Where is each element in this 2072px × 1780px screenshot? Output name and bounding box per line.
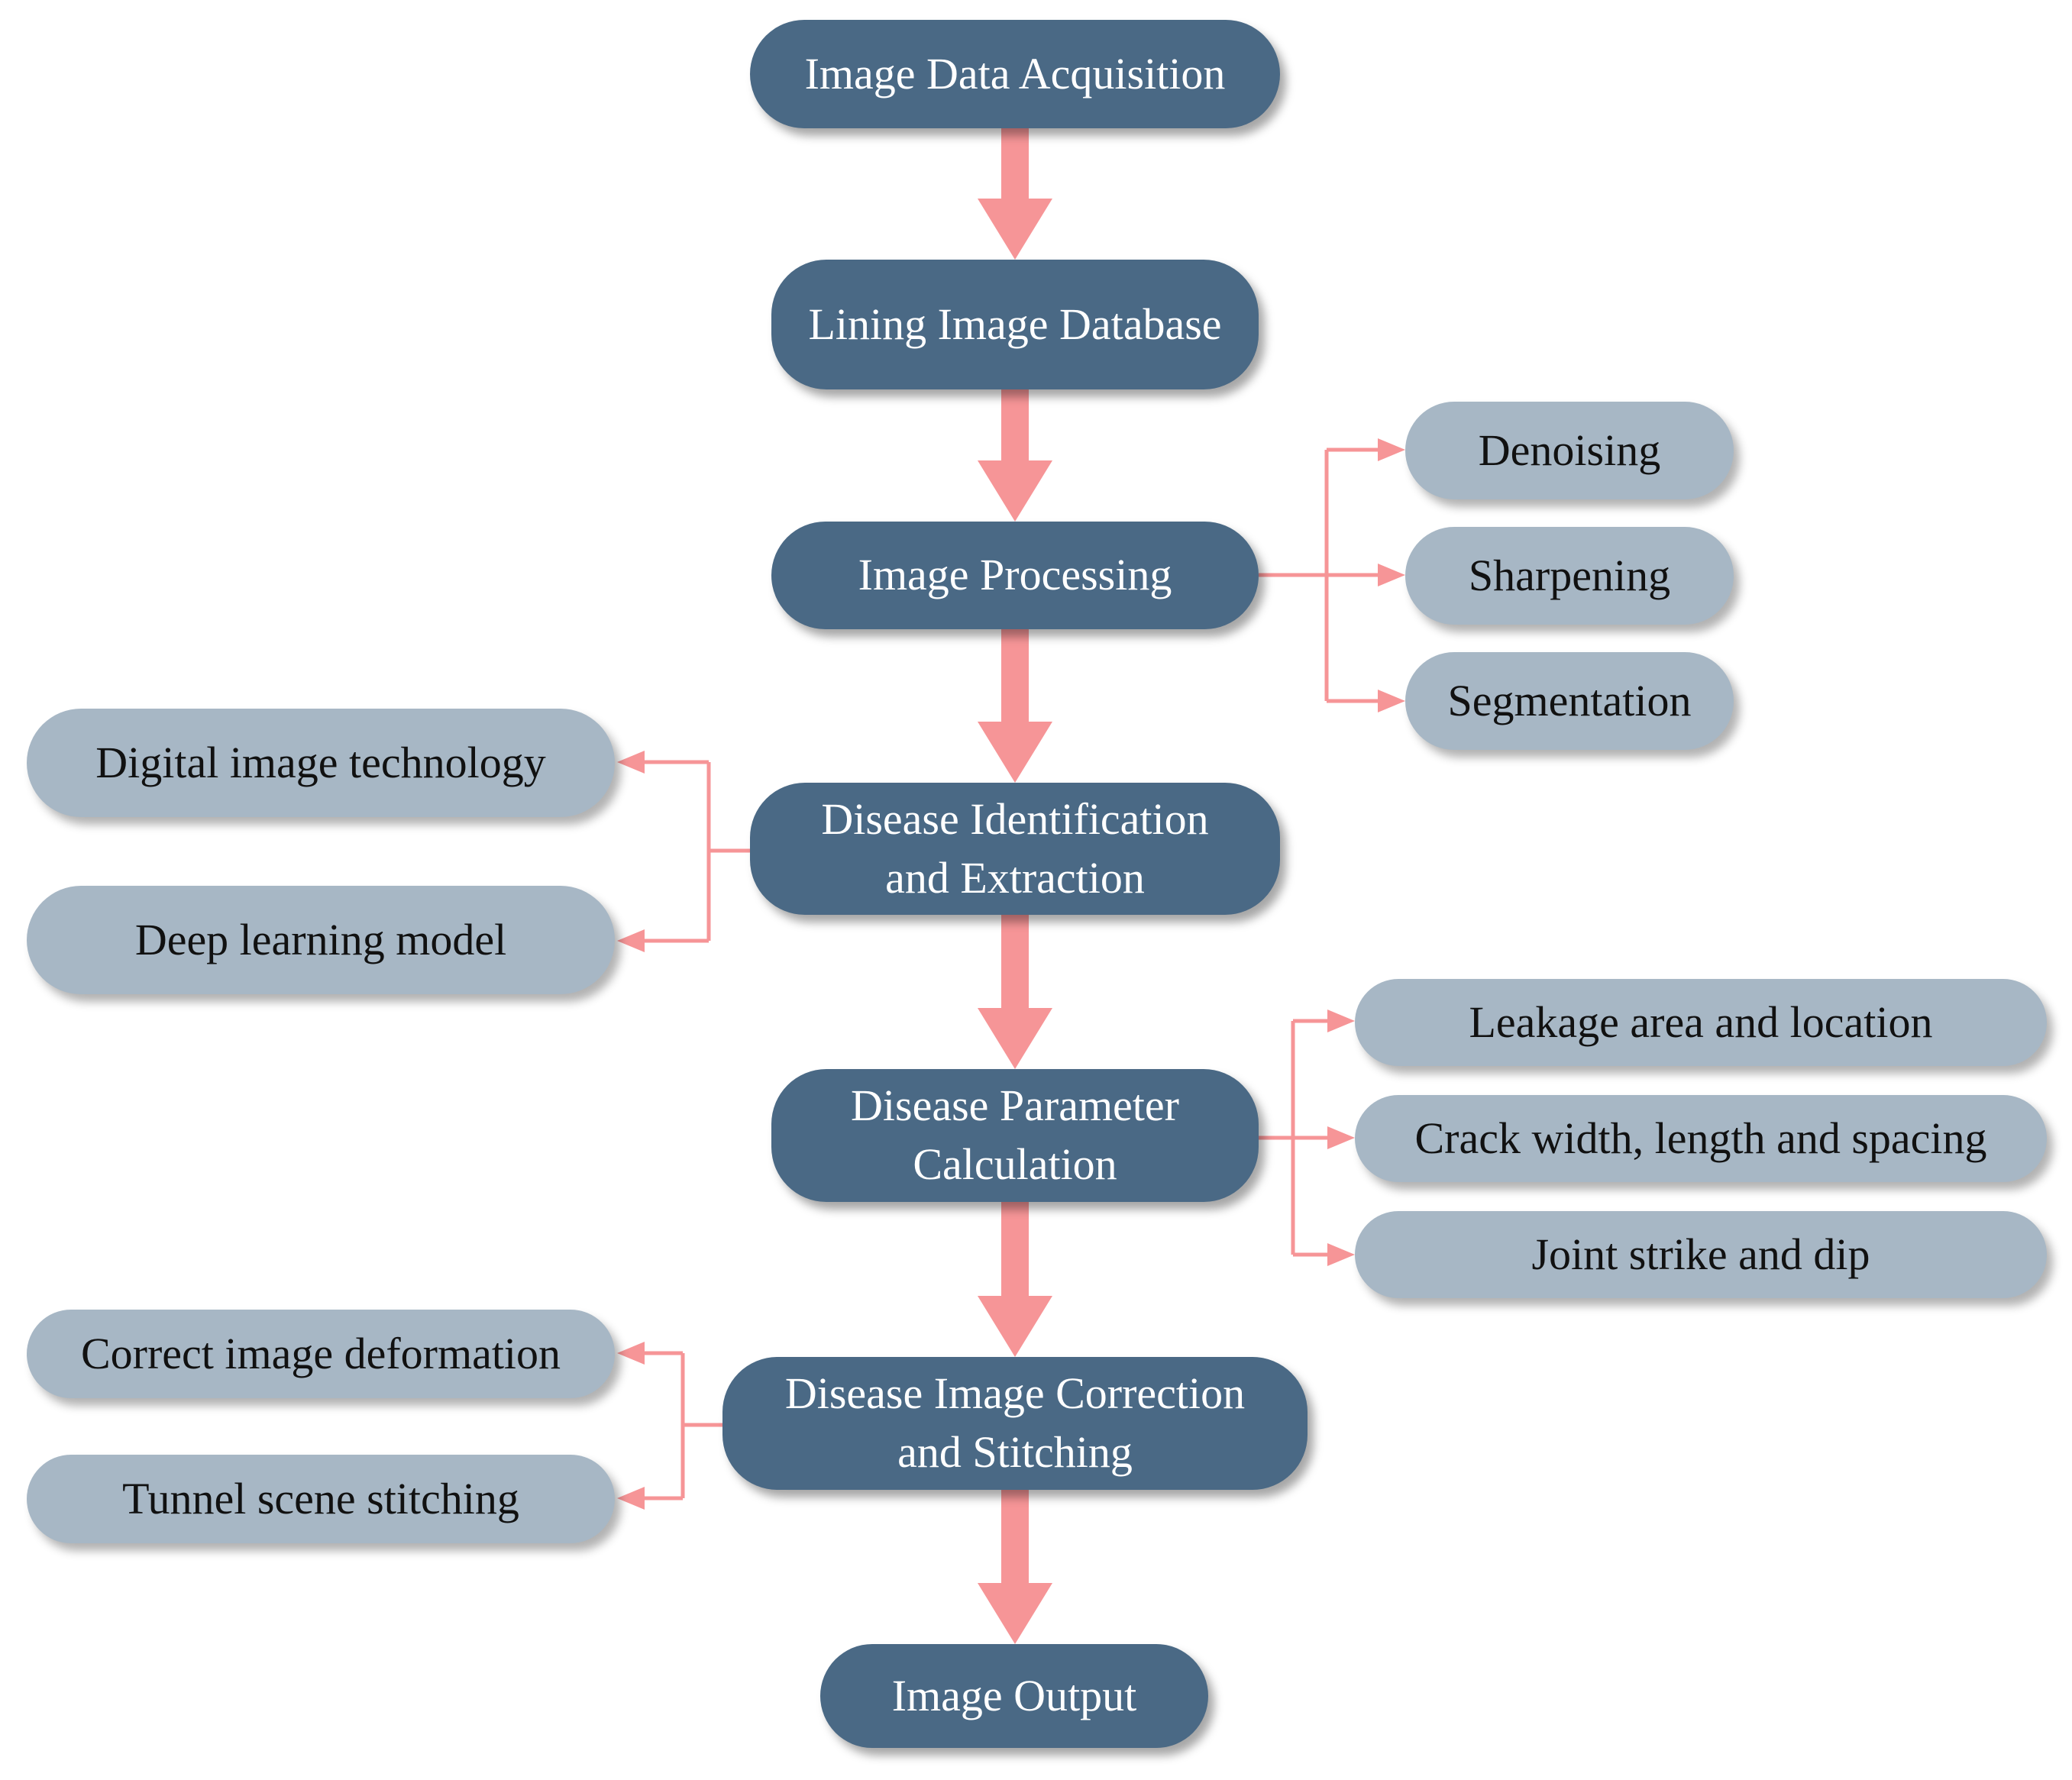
node-label-line-1: Disease Identification xyxy=(821,793,1209,844)
node-image-data-acquisition: Image Data Acquisition xyxy=(750,20,1280,128)
processing-branch-heads xyxy=(1378,438,1405,712)
parameter-branch xyxy=(1259,1019,1330,1257)
node-label-line-1: Disease Parameter xyxy=(851,1081,1179,1131)
parameter-branch-heads xyxy=(1327,1010,1355,1266)
node-tunnel-scene-stitching: Tunnel scene stitching xyxy=(27,1455,615,1543)
arrow-database-to-processing xyxy=(978,389,1052,522)
arrow-correction-to-output xyxy=(978,1490,1052,1644)
correction-branch xyxy=(642,1351,722,1501)
main-arrows xyxy=(978,127,1052,1644)
arrowhead-tunnel-stitching xyxy=(617,1487,645,1510)
node-label: Joint strike and dip xyxy=(1531,1229,1870,1279)
node-crack-width: Crack width, length and spacing xyxy=(1355,1095,2047,1182)
arrowhead-segmentation xyxy=(1378,690,1405,712)
node-denoising: Denoising xyxy=(1405,402,1734,499)
node-label: Image Output xyxy=(891,1670,1137,1720)
node-label-line-1: Disease Image Correction xyxy=(784,1368,1246,1419)
node-label: Segmentation xyxy=(1447,675,1692,725)
arrowhead-leakage xyxy=(1327,1010,1355,1032)
node-label: Tunnel scene stitching xyxy=(122,1473,519,1523)
arrowhead-deep-learning xyxy=(617,929,645,952)
processing-branch xyxy=(1259,447,1381,703)
node-correct-image-deformation: Correct image deformation xyxy=(27,1310,615,1398)
node-label-line-2: Calculation xyxy=(913,1139,1117,1189)
node-disease-identification: Disease Identification and Extraction xyxy=(750,783,1280,915)
node-leakage-area: Leakage area and location xyxy=(1355,979,2047,1066)
node-digital-image-technology: Digital image technology xyxy=(27,709,615,817)
arrow-identification-to-parameter xyxy=(978,915,1052,1069)
node-label: Correct image deformation xyxy=(80,1328,561,1378)
arrowhead-crack xyxy=(1327,1126,1355,1149)
node-disease-parameter: Disease Parameter Calculation xyxy=(771,1069,1259,1202)
node-disease-image-correction: Disease Image Correction and Stitching xyxy=(722,1357,1308,1490)
node-label: Deep learning model xyxy=(134,914,507,964)
node-label-line-2: and Extraction xyxy=(885,852,1145,903)
arrowhead-sharpening xyxy=(1378,564,1405,586)
arrow-processing-to-identification xyxy=(978,629,1052,783)
identification-branch xyxy=(642,760,750,943)
node-label: Crack width, length and spacing xyxy=(1414,1113,1987,1163)
node-image-output: Image Output xyxy=(820,1644,1208,1748)
node-segmentation: Segmentation xyxy=(1405,652,1734,750)
arrowhead-joint xyxy=(1327,1243,1355,1266)
correction-branch-heads xyxy=(617,1342,645,1510)
node-label: Image Data Acquisition xyxy=(804,48,1226,99)
node-joint-strike: Joint strike and dip xyxy=(1355,1211,2047,1298)
identification-branch-heads xyxy=(617,751,645,952)
node-label: Lining Image Database xyxy=(808,299,1222,349)
node-label: Digital image technology xyxy=(95,737,546,787)
node-lining-image-database: Lining Image Database xyxy=(771,260,1259,389)
node-label: Image Processing xyxy=(858,550,1172,600)
arrowhead-digital-image xyxy=(617,751,645,774)
node-label: Leakage area and location xyxy=(1469,997,1933,1047)
arrow-acquisition-to-database xyxy=(978,127,1052,260)
arrow-parameter-to-correction xyxy=(978,1202,1052,1357)
node-label: Denoising xyxy=(1478,425,1661,475)
node-label: Sharpening xyxy=(1468,550,1671,600)
arrowhead-correct-deformation xyxy=(617,1342,645,1365)
arrowhead-denoising xyxy=(1378,438,1405,461)
node-label-line-2: and Stitching xyxy=(897,1427,1133,1477)
node-deep-learning-model: Deep learning model xyxy=(27,886,615,994)
node-image-processing: Image Processing xyxy=(771,522,1259,629)
node-sharpening: Sharpening xyxy=(1405,527,1734,625)
